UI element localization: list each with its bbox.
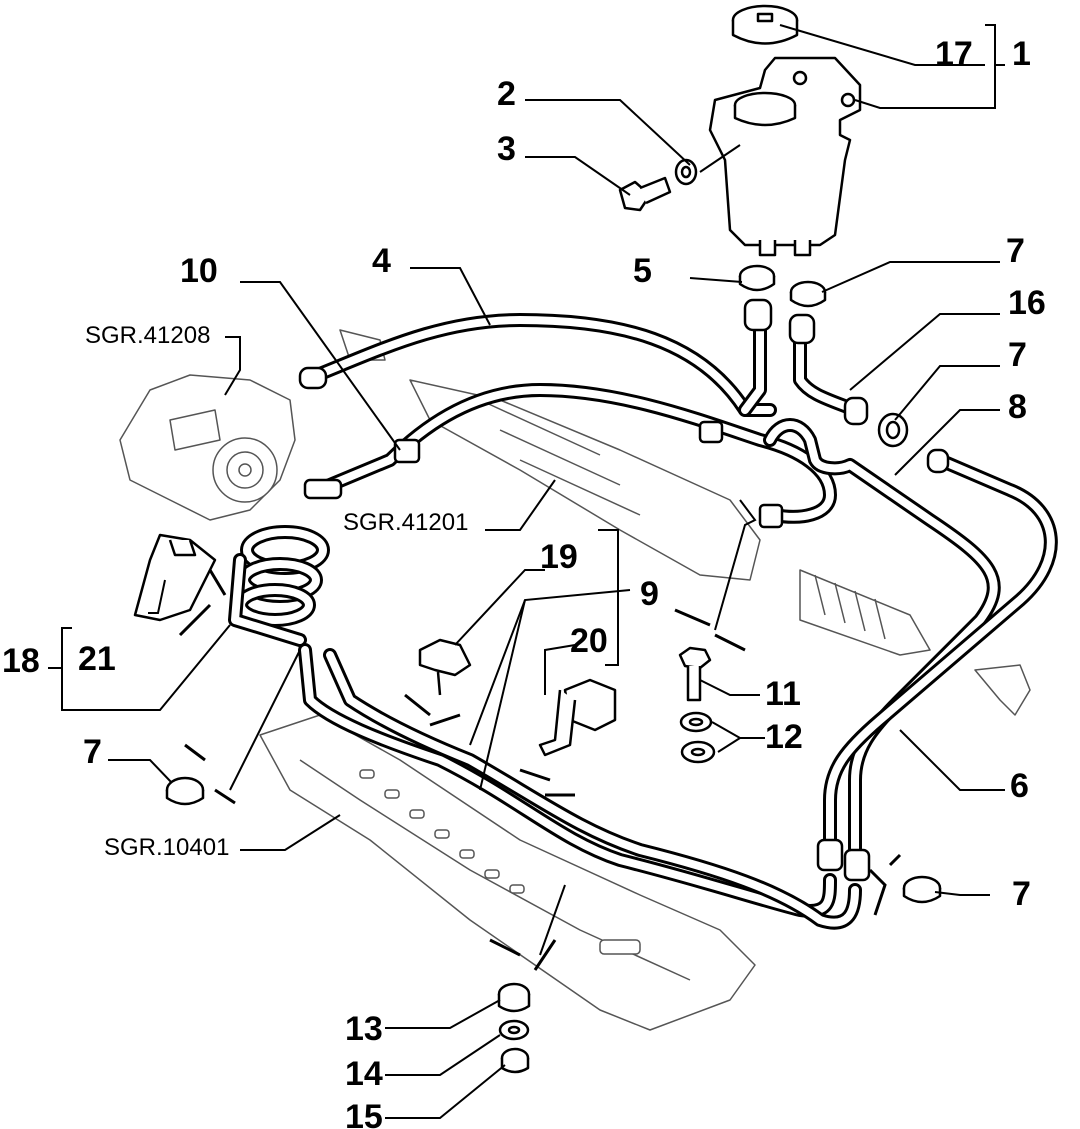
bushing-13 [497, 982, 531, 1013]
callout-16: 16 [1008, 284, 1046, 322]
reservoir-cap [731, 4, 799, 45]
fluid-reservoir [708, 56, 862, 257]
callout-7-top: 7 [1006, 232, 1025, 270]
return-hose-4 [303, 311, 777, 417]
mounting-bracket [538, 678, 617, 757]
callouts: 17 1 2 3 4 10 5 7 16 7 8 19 9 20 11 12 6… [2, 35, 1046, 1129]
callout-18: 18 [2, 642, 40, 680]
callout-7-left: 7 [83, 733, 102, 771]
hose-clamp-7-lower-right [902, 875, 942, 904]
section-breaks [178, 569, 902, 971]
callout-5: 5 [633, 252, 652, 290]
washer [674, 158, 698, 186]
callout-2: 2 [497, 75, 516, 113]
bolt-11 [678, 646, 712, 702]
bushing-15 [500, 1047, 530, 1074]
callout-17: 17 [935, 35, 973, 73]
reference-labels: SGR.41208 SGR.41201 SGR.10401 [85, 322, 468, 861]
cooler-coil [228, 525, 330, 647]
callout-9: 9 [640, 575, 659, 613]
hose-clip [418, 638, 472, 696]
callout-10: 10 [180, 252, 218, 290]
callout-11: 11 [765, 675, 801, 713]
bolt [618, 176, 672, 212]
bushing-14 [498, 1019, 530, 1041]
callout-12: 12 [765, 718, 803, 756]
hose-fittings [298, 298, 950, 882]
steering-pump [119, 374, 296, 521]
callout-21: 21 [78, 640, 116, 678]
hose-clamp-7-top [789, 280, 827, 308]
ref-crossmember: SGR.10401 [104, 834, 229, 861]
hose-clamp-7-right [877, 412, 909, 448]
callout-8: 8 [1008, 388, 1027, 426]
callout-14: 14 [345, 1055, 383, 1093]
callout-7-right: 7 [1008, 336, 1027, 374]
cooler-bracket [133, 533, 217, 622]
ref-steering-rack: SGR.41201 [343, 509, 468, 536]
callout-19: 19 [540, 538, 578, 576]
hose-8 [823, 453, 1058, 867]
callout-7-lower-right: 7 [1012, 875, 1031, 913]
callout-20: 20 [570, 622, 608, 660]
leader-lines [48, 24, 1005, 1119]
hose-clamp-5 [738, 264, 776, 292]
callout-15: 15 [345, 1098, 383, 1129]
callout-6: 6 [1010, 767, 1029, 805]
callout-13: 13 [345, 1010, 383, 1048]
ref-pump: SGR.41208 [85, 322, 210, 349]
hose-clamp-7-left [165, 776, 205, 806]
washers-12 [679, 711, 716, 764]
callout-4: 4 [372, 242, 391, 280]
callout-1: 1 [1012, 35, 1031, 73]
crossmember-ghost [259, 714, 756, 1031]
cooler-pipe-9 [298, 643, 862, 930]
crossmember-slots [359, 769, 641, 955]
callout-3: 3 [497, 130, 516, 168]
steering-rack-ghost [339, 329, 1031, 716]
